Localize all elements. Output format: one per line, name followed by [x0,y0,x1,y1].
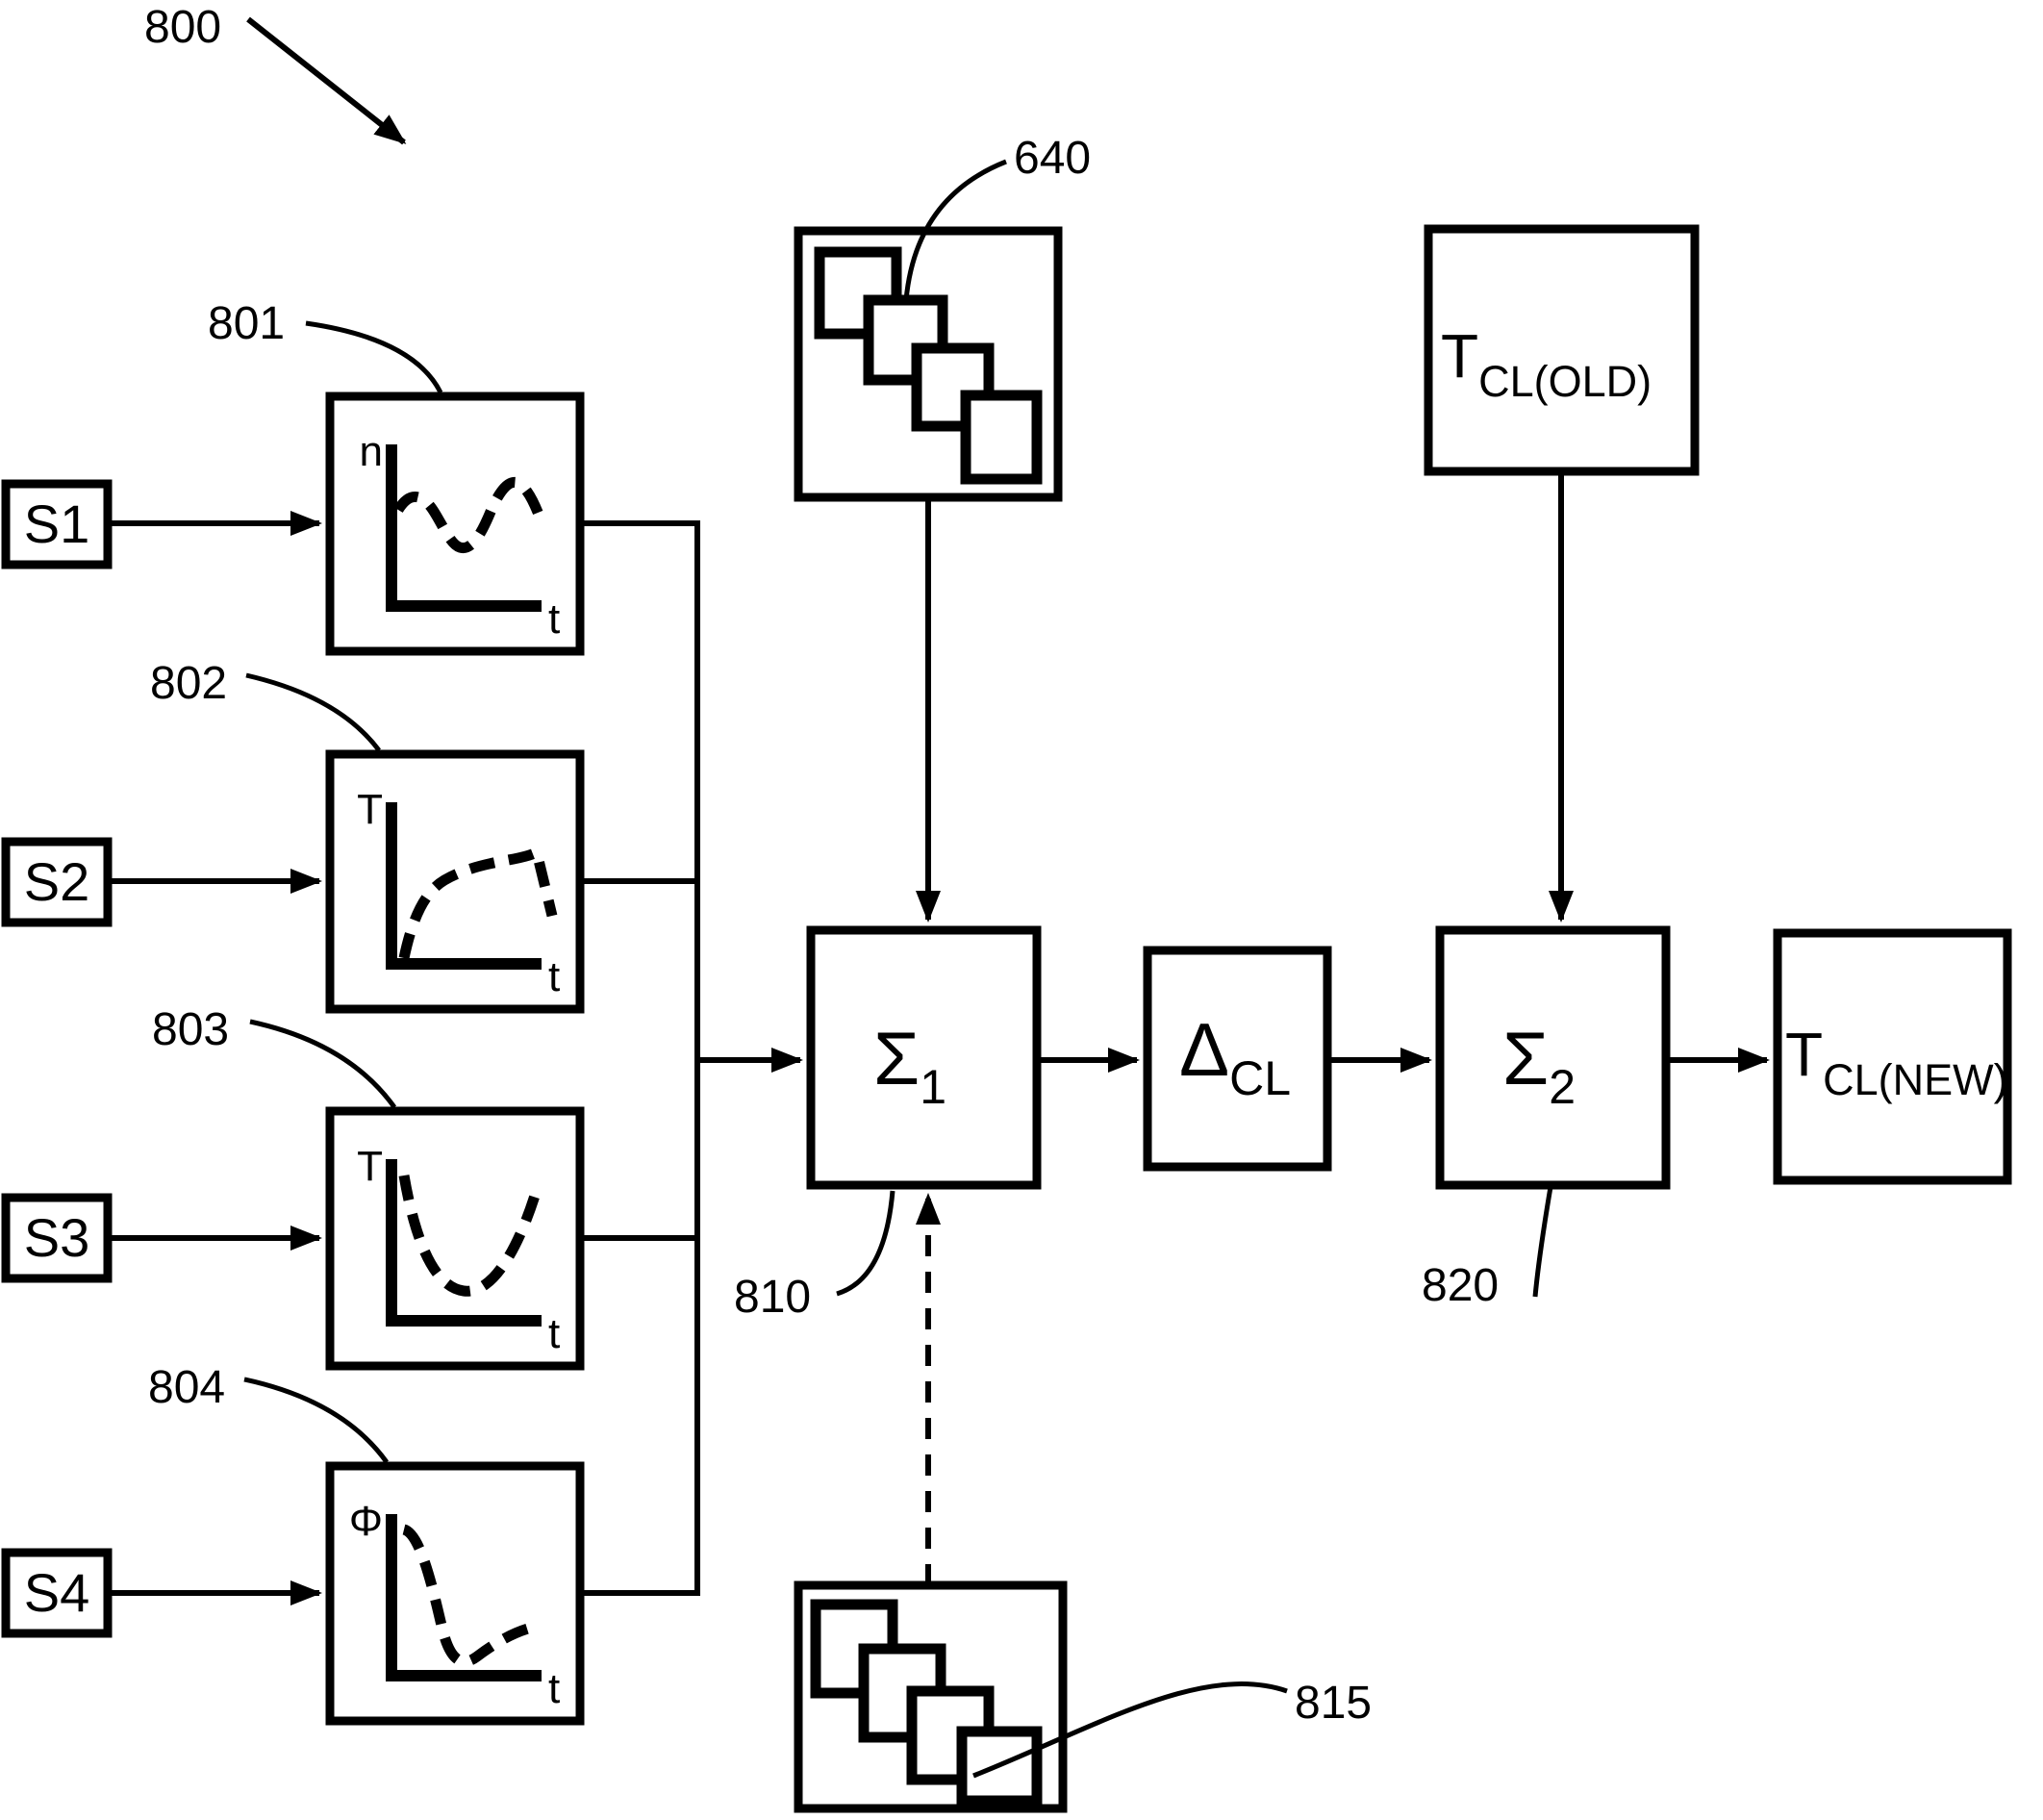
t-cl-old-block: TCL(OLD) [1424,224,1700,476]
source-box-s4: S4 [1,1548,113,1638]
figure-ref-arrow [246,16,407,145]
graph-box-804: Φ t [325,1461,585,1726]
source-label-s3: S3 [24,1207,90,1268]
graph-box-803: T t [325,1106,585,1371]
graph-803-leader [249,1019,397,1109]
graph-802-axes [386,802,542,970]
graph-801-leader [305,320,443,394]
map-640-square-1 [814,246,902,340]
graph-803-curve [398,1175,544,1297]
source-box-s2: S2 [1,837,113,927]
t-cl-old-label: TCL(OLD) [1441,321,1652,406]
graph-801-axes [386,444,542,612]
sum1-leader [836,1190,895,1297]
sum2-ref-label: 820 [1422,1260,1499,1311]
sum2-block: Σ2 [1435,925,1671,1190]
graph-803-x-label: t [548,1310,560,1357]
map-815-leader [972,1681,1288,1779]
graph-802-curve [398,844,558,960]
source-box-s3: S3 [1,1193,113,1283]
graph-804-x-label: t [548,1665,560,1712]
map-815-ref-label: 815 [1295,1678,1372,1729]
graph-804-curve [401,1524,542,1667]
t-cl-new-block: TCL(NEW) [1773,928,2012,1185]
graph-804-ref-label: 804 [148,1362,225,1413]
figure-ref-label: 800 [144,2,221,53]
graph-802-ref-label: 802 [150,658,227,709]
graph-803-y-label: T [357,1143,383,1190]
source-label-s1: S1 [24,493,90,554]
graph-box-801: n t [325,392,585,656]
graph-801-x-label: t [548,595,560,643]
t-cl-new-label: TCL(NEW) [1785,1020,2008,1104]
delta-cl-label: ΔCL [1179,1007,1291,1105]
graph-803-axes [386,1159,542,1327]
source-box-s1: S1 [1,479,113,569]
sum2-leader [1532,1186,1553,1298]
map-640-square-4 [960,390,1043,485]
graph-801-curve [393,476,546,554]
map-640-ref-label: 640 [1014,133,1091,184]
sum2-label: Σ2 [1502,1016,1576,1114]
graph-804-axes [386,1514,542,1681]
map-640-leader [903,159,1007,301]
sum1-label: Σ1 [873,1016,946,1114]
map-block-640 [794,226,1063,502]
graph-804-y-label: Φ [349,1498,383,1545]
graph-803-ref-label: 803 [152,1004,229,1055]
graph-804-leader [243,1377,390,1464]
source-label-s2: S2 [24,851,90,912]
map-640-square-3 [911,342,995,432]
signal-bus [580,520,700,1596]
graph-box-802: T t [325,749,585,1014]
graph-802-x-label: t [548,953,560,1000]
graph-801-ref-label: 801 [208,298,285,349]
sum1-ref-label: 810 [734,1272,811,1323]
map-block-815 [794,1580,1068,1813]
graph-801-y-label: n [360,428,383,475]
graph-802-y-label: T [357,786,383,833]
source-label-s4: S4 [24,1562,90,1623]
graph-802-leader [245,672,381,752]
sum1-block: Σ1 [806,925,1042,1190]
delta-cl-block: ΔCL [1143,946,1332,1172]
